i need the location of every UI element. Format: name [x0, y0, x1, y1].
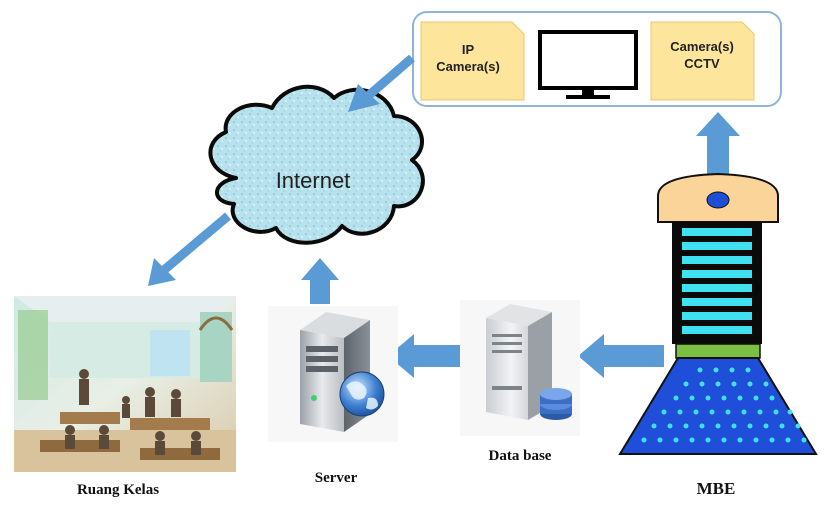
classroom-image: Ruang Kelas	[14, 296, 236, 498]
server-icon: Server	[268, 306, 398, 486]
arrow-mbe-to-database	[578, 334, 664, 378]
classroom-label: Ruang Kelas	[77, 482, 159, 498]
ip-camera-label-1: IP	[462, 42, 475, 57]
ip-camera-label-2: Camera(s)	[436, 59, 500, 74]
internet-cloud: Internet	[208, 84, 425, 245]
database-icon: Data base	[460, 300, 580, 464]
arrow-server-to-internet	[301, 258, 339, 304]
cctv-label-2: CCTV	[684, 56, 720, 71]
mbe-device: MBE	[618, 172, 818, 498]
disk-stack-icon	[540, 388, 572, 420]
globe-icon	[339, 371, 385, 417]
internet-label: Internet	[276, 168, 351, 193]
server-label: Server	[315, 470, 358, 486]
arrow-internet-to-classroom	[148, 212, 231, 286]
ip-camera-card: IP Camera(s)	[420, 21, 525, 101]
cctv-label-1: Camera(s)	[670, 39, 734, 54]
arrow-cameras-to-internet	[348, 54, 415, 112]
camera-panel: IP Camera(s) Camera(s) CCTV	[412, 11, 782, 107]
mbe-label: MBE	[697, 479, 736, 498]
database-label: Data base	[489, 448, 552, 464]
monitor-icon	[538, 30, 638, 99]
arrow-mbe-to-cameras	[696, 112, 740, 178]
cctv-camera-card: Camera(s) CCTV	[650, 21, 755, 101]
